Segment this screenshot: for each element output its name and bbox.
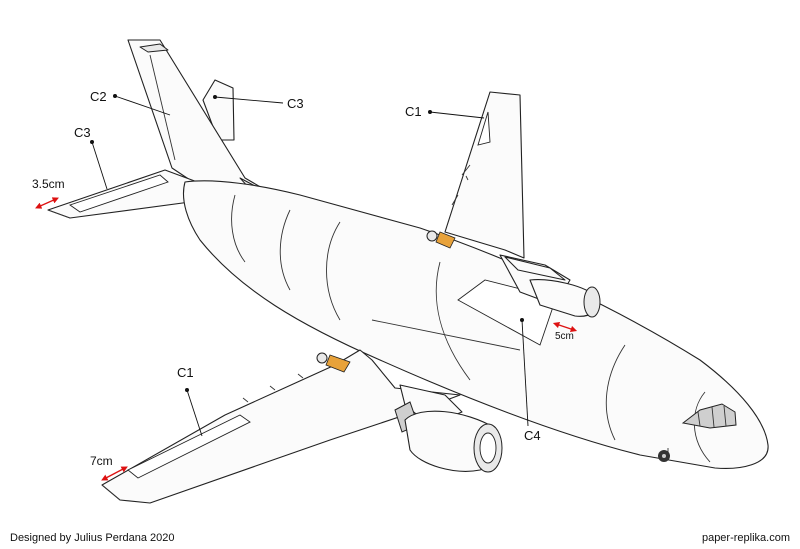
leader-lines bbox=[90, 94, 529, 437]
measure-engine-gap: 5cm bbox=[555, 331, 574, 342]
label-c4-wing-root: C4 bbox=[524, 428, 541, 443]
nose-landing-gear bbox=[658, 448, 670, 462]
hstab-panel-c3 bbox=[69, 174, 169, 213]
label-c3-horizontal-stabilizer: C3 bbox=[74, 125, 91, 140]
measure-wing-tip: 7cm bbox=[90, 454, 113, 468]
lower-wing bbox=[101, 349, 461, 504]
label-c2-vertical-stabilizer: C2 bbox=[90, 89, 107, 104]
far-engine bbox=[499, 254, 601, 318]
horizontal-stabilizer bbox=[47, 169, 206, 219]
measurement-arrows bbox=[35, 197, 578, 481]
designer-credit: Designed by Julius Perdana 2020 bbox=[10, 532, 175, 544]
label-c1-lower-wing: C1 bbox=[177, 365, 194, 380]
lower-wing-panel-c1 bbox=[127, 414, 251, 479]
upper-wing-panel-c1 bbox=[477, 111, 491, 146]
measure-hstab-span: 3.5cm bbox=[32, 177, 65, 191]
landing-lights bbox=[316, 230, 456, 373]
upper-wing bbox=[444, 91, 525, 259]
fuselage bbox=[182, 180, 769, 469]
label-c3-fin-panel: C3 bbox=[287, 96, 304, 111]
label-c1-upper-wing: C1 bbox=[405, 104, 422, 119]
website-link[interactable]: paper-replika.com bbox=[702, 532, 790, 544]
cockpit-windows bbox=[681, 403, 737, 429]
near-engine bbox=[394, 384, 503, 473]
